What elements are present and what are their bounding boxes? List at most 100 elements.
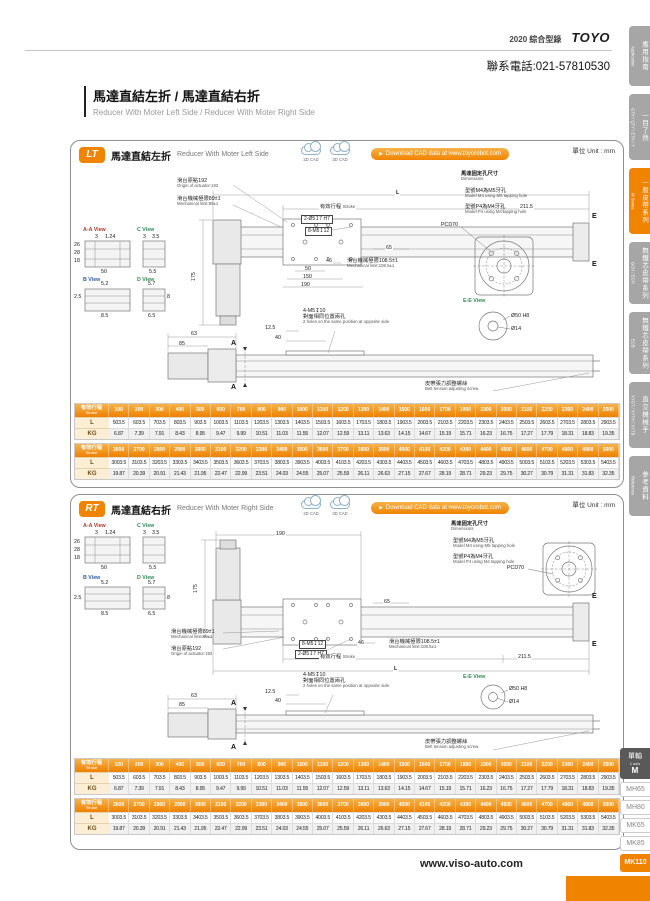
stroke-value: 400 <box>170 759 191 772</box>
dim-label: 190 <box>301 282 310 288</box>
model-tab-mh65[interactable]: MH65 <box>620 782 650 797</box>
cad-3d-cloud-icon[interactable]: 3D CAD <box>330 495 350 516</box>
model-tab-mk85[interactable]: MK85 <box>620 836 650 851</box>
motor-hole-dim-annotation: 馬達固定孔尺寸 Dimensions <box>461 171 498 182</box>
download-cad-button[interactable]: ▶Download CAD data at www.toyorobot.com <box>371 502 509 514</box>
model-tab-mk110[interactable]: MK110 <box>620 854 650 872</box>
table-cell: 5103.5 <box>537 457 558 468</box>
stroke-value: 4600 <box>517 799 538 812</box>
annotation-en: Belt tension adjusting screw. <box>425 386 480 392</box>
table-cell: 12.59 <box>333 428 354 439</box>
annotation-cn: 對面相同位置兩孔 <box>303 678 346 685</box>
model-tab-mk65[interactable]: MK65 <box>620 818 650 833</box>
table-cell: 31.83 <box>578 468 599 479</box>
table-cell: 3203.5 <box>149 457 171 468</box>
table-cell: 4703.5 <box>455 457 477 468</box>
cad-2d-cloud-icon[interactable]: 2D CAD <box>301 495 321 516</box>
table-cell: 3903.5 <box>292 457 313 468</box>
table-cell: 2103.5 <box>435 772 456 783</box>
stroke-value: 1600 <box>415 759 436 772</box>
section-letter-a: A <box>231 384 237 391</box>
dim-label: 5.2 <box>101 281 109 287</box>
annotation-en: Stroke <box>342 654 356 659</box>
view-label-b: B View <box>83 277 101 283</box>
pcd-label: PCD70 <box>441 222 459 228</box>
table-cell: 1803.5 <box>374 772 395 783</box>
panel-title-cn: 馬達直結左折 <box>111 152 171 163</box>
side-tab-reference[interactable]: 參考資料 Reference <box>629 456 650 516</box>
annotation-cn: 對面相同位置兩孔 <box>303 314 346 321</box>
table-cell: 31.83 <box>578 823 599 834</box>
side-tab-overview[interactable]: 一目了然 GTH / QTY / ETH / Y <box>629 94 650 160</box>
table-cell: 4203.5 <box>353 457 375 468</box>
stroke-value: 5000 <box>599 444 619 457</box>
download-cad-button[interactable]: ▶Download CAD data at www.toyorobot.com <box>371 148 509 160</box>
dim-label: 3 <box>143 234 146 240</box>
dimension-lines <box>201 531 590 675</box>
table-cell: 1203.5 <box>251 417 273 428</box>
table-cell: 9.99 <box>231 783 252 794</box>
cad-2d-cloud-icon[interactable]: 2D CAD <box>301 141 321 162</box>
stroke-value: 1400 <box>374 759 395 772</box>
annotation-cn: 滑台機械極限89±1 <box>177 196 221 202</box>
side-tab-gch-ech[interactable]: 無鐵芯皮帶系列 GCH / ECH <box>629 242 650 304</box>
annotation-cn: 型號P4為M4牙孔 <box>453 554 494 560</box>
stroke-value: 2800 <box>150 799 171 812</box>
table-cell: 2703.5 <box>557 417 579 428</box>
side-tab-label-cn: 一般皮帶系列 <box>640 178 648 224</box>
row-label: L <box>75 417 109 428</box>
page-header: 2020 綜合型錄 TOYO <box>509 30 610 45</box>
row-label: KG <box>75 823 109 834</box>
model-tab-mh80[interactable]: MH80 <box>620 800 650 815</box>
model-nav-header-cn: 單軸 <box>628 753 642 760</box>
table-cell: 4103.5 <box>333 457 354 468</box>
stroke-value: 2200 <box>537 759 558 772</box>
annotation-en: Model P4 using M4 tapping hole <box>465 209 527 215</box>
dim-label: 12.5 <box>265 689 276 695</box>
cad-3d-cloud-icon[interactable]: 3D CAD <box>330 141 350 162</box>
table-cell: 5403.5 <box>598 457 619 468</box>
stroke-value: 2100 <box>517 759 538 772</box>
stroke-value: 1800 <box>456 759 477 772</box>
stroke-value: 2700 <box>129 444 150 457</box>
annotation-spec: 4-M5↧10 <box>303 672 326 678</box>
table-cell: 4003.5 <box>312 812 334 823</box>
side-tab-m-series[interactable]: 一般皮帶系列 M Series <box>629 168 650 234</box>
row-label: L <box>75 772 109 783</box>
table-cell: 2303.5 <box>476 417 497 428</box>
side-tab-label-cn: 直交機械手 <box>640 396 648 434</box>
table-cell: 26.63 <box>374 823 395 834</box>
side-tab-application[interactable]: 應用指南 Application <box>629 26 650 86</box>
table-cell: 4303.5 <box>374 457 395 468</box>
table-cell: 8.43 <box>170 428 191 439</box>
side-tab-ecb[interactable]: 無鐵芯皮帶系列 ECB <box>629 312 650 374</box>
table-cell: 4403.5 <box>394 457 415 468</box>
dim-label: 5.7 <box>148 580 156 586</box>
annotation-cn: 有效行程 <box>320 204 342 210</box>
table-cell: 803.5 <box>170 772 191 783</box>
stroke-value: 1700 <box>435 759 456 772</box>
stroke-value: 4700 <box>537 444 558 457</box>
annotation-cn: 滑台機械極限108.5±1 <box>389 639 440 645</box>
cloud-icon <box>330 141 350 155</box>
table-cell: 3103.5 <box>129 812 150 823</box>
table-cell: 3603.5 <box>231 457 252 468</box>
table-cell: 5303.5 <box>578 457 599 468</box>
dim-label: 8 <box>167 595 170 601</box>
table-cell: 2403.5 <box>496 417 517 428</box>
footer-url: www.viso-auto.com <box>420 858 523 870</box>
dim-L: L <box>393 666 399 673</box>
side-tab-xy-robot[interactable]: 直交機械手 XYGT / XYTH / XYTB <box>629 382 650 448</box>
stroke-value: 4800 <box>558 799 579 812</box>
table-cell: 27.15 <box>394 823 415 834</box>
table-cell: 23.51 <box>251 468 273 479</box>
stroke-value: 200 <box>129 404 150 417</box>
belt-tension-annotation: 皮帶張力調整螺絲 Belt tension adjusting screw. <box>425 381 479 392</box>
table-cell: 4703.5 <box>455 812 477 823</box>
annotation-spec: 4-M5↧10 <box>303 308 326 314</box>
stroke-value: 3000 <box>191 799 211 812</box>
